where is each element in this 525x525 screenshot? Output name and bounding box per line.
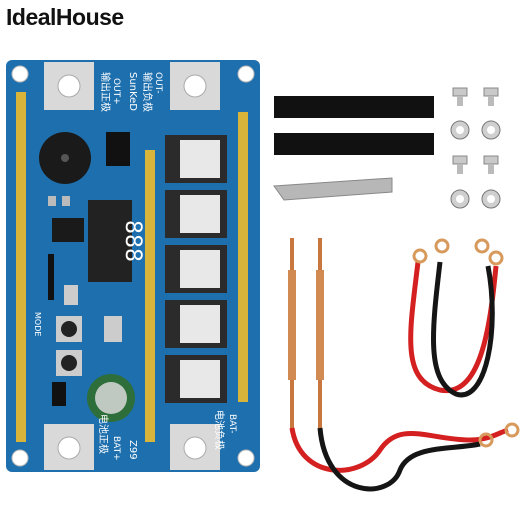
mode-label: MODE [33,312,42,336]
pen-sleeve [316,270,324,380]
nut-hole [487,126,495,134]
mount-hole [11,65,29,83]
screw-shaft [457,164,463,174]
mosfet-column [165,135,227,403]
screw-shaft [457,96,463,106]
nut-hole [487,195,495,203]
red-cable [408,261,499,394]
smd-part [48,196,56,206]
pen-cables [289,422,520,492]
pcb-brand-label: SunKeD [127,72,138,111]
bat-plus-cn-label: 电池正极 [97,414,110,454]
mosfet-tab [180,360,220,398]
ring-terminal [474,238,490,254]
regulator-chip [106,132,130,166]
ring-terminal [412,248,428,264]
buzzer-hole [61,154,69,162]
copper-strip-right [238,112,248,402]
pad-hole [183,436,207,460]
spot-welder-pcb: 888 SunKeD OUT+ 输出正极 OUT- 输出负极 MODE 电池正极… [6,60,260,472]
black-cable [317,427,481,492]
pen-sleeve [288,270,296,380]
pad-hole [57,74,81,98]
smd-part [64,285,78,305]
screw-head [452,155,468,165]
mosfet-tab [180,305,220,343]
pin-header [48,254,54,300]
battery-cables [408,238,504,398]
smd-part [104,316,122,342]
ring-terminal [504,422,520,438]
button-cap [61,321,77,337]
screw-shaft [488,96,494,106]
capacitor-top [95,382,127,414]
brand-logo: IdealHouse [6,4,124,31]
diode [52,382,66,406]
hardware-set [450,87,501,209]
mosfet-tab [180,195,220,233]
out-minus-label: OUT- [153,72,163,94]
smd-part [62,196,70,206]
mosfet-tab [180,250,220,288]
bat-minus-label: BAT- [227,414,237,434]
screw-head [452,87,468,97]
nut-hole [456,126,464,134]
display-digits: 888 [120,220,145,262]
pad-hole [183,74,207,98]
screw-head [483,155,499,165]
black-cable [431,261,495,398]
copper-strip-left [16,92,26,442]
ring-terminal [488,250,504,266]
mount-hole [237,449,255,467]
mount-hole [237,65,255,83]
out-plus-label: OUT+ [111,78,121,105]
nut-hole [456,195,464,203]
out-plus-cn-label: 输出正极 [99,72,112,112]
copper-strip-middle [145,150,155,442]
insulation-tape-strip [274,133,434,155]
ring-terminal [478,432,494,448]
button-cap [61,355,77,371]
bat-plus-label: BAT+ [111,436,121,461]
red-cable [289,427,509,473]
mosfet-tab [180,140,220,178]
out-minus-cn-label: 输出负极 [141,72,154,112]
brand-name: IdealHouse [6,4,124,30]
ring-terminal [434,238,450,254]
model-label: Z99 [127,440,138,460]
seven-segment-display [88,200,132,282]
bat-minus-cn-label: 电池负极 [213,410,226,450]
pad-hole [57,436,81,460]
screw-shaft [488,164,494,174]
screw-head [483,87,499,97]
welding-pens [288,238,324,430]
mount-hole [11,449,29,467]
nickel-strip [273,177,393,201]
insulation-tape-strip [274,96,434,118]
ic-chip [52,218,84,242]
